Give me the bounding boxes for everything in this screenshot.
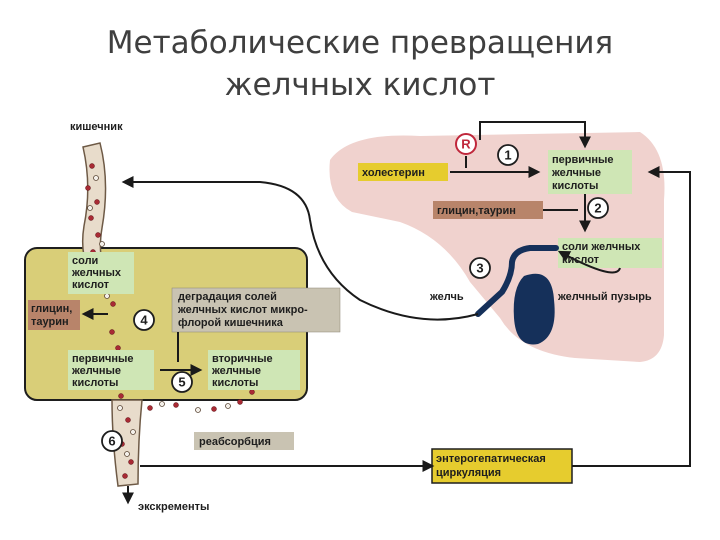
step-6-circle [101,430,123,452]
reabsorption-box [194,432,294,450]
primary-intestine-box [68,350,154,390]
glycine-taurine-intestine-line-2: таурин [31,316,69,328]
step-5-number: 5 [178,375,185,390]
step-6-number: 6 [108,434,115,449]
bile-salts-liver-line-1: соли желчных [562,241,641,253]
secondary-particles [87,175,231,457]
secondary-box [208,350,300,390]
step-2-number: 2 [594,201,601,216]
gallbladder-label: желчный пузырь [557,291,652,303]
degradation-line-2: желчных кислот микро- [177,304,308,316]
primary-liver-line-2: желчные [551,167,601,179]
arrow-enterohepatic-loop [572,166,691,467]
secondary-line-2: желчные [211,365,261,377]
bile-salts-intestine-line-3: кислот [72,279,110,291]
degradation-line-3: флорой кишечника [178,317,284,329]
step-4-circle [133,309,155,331]
regulation-circle [455,133,477,155]
degradation-box [171,287,341,333]
bile-salts-intestine-line-2: желчных [71,267,122,279]
step-markers [101,144,609,452]
excrement-label: экскременты [138,501,209,513]
gallbladder-shape [513,273,555,345]
step-1-number: 1 [504,148,511,163]
arrow-regulation-loop [479,121,591,149]
enterohepatic-line-1: энтерогепатическая [436,453,546,465]
bile-duct [475,245,559,317]
primary-intestine-line-3: кислоты [72,377,118,389]
primary-liver-box [548,150,632,194]
primary-intestine-line-1: первичные [72,353,134,365]
step-4-number: 4 [140,313,148,328]
cholesterol-box [358,163,448,181]
glycine-taurine-intestine-line-1: глицин, [31,303,72,315]
regulation-label: R [461,137,471,152]
secondary-line-1: вторичные [212,353,273,365]
step-3-circle [469,257,491,279]
page-title: Метаболические превращения желчных кисло… [0,22,720,106]
cholesterol-label: холестерин [362,167,425,179]
secondary-line-3: кислоты [212,377,258,389]
primary-liver-line-3: кислоты [552,180,598,192]
arrow-salts-to-bile-duct [557,250,621,274]
bile-salts-liver-box [558,238,662,268]
intestine-lower-tube [111,399,143,487]
step-3-number: 3 [476,261,483,276]
enterohepatic-line-2: циркуляция [436,467,501,479]
primary-intestine-line-2: желчные [71,365,121,377]
primary-liver-line-1: первичные [552,154,614,166]
glycine-taurine-intestine-box [28,300,80,330]
arrows [81,121,691,505]
step-1-circle [497,144,519,166]
bile-salts-intestine-line-1: соли [72,255,98,267]
title-line-1: Метаболические превращения [106,25,614,61]
enterohepatic-box [431,448,573,484]
glycine-taurine-liver-box [433,201,543,219]
step-5-circle [171,371,193,393]
bile-label: желчь [429,291,464,303]
title-line-2: желчных кислот [224,67,496,103]
glycine-taurine-liver-label: глицин,таурин [437,205,516,217]
reabsorption-label: реабсорбция [199,436,271,448]
arrow-bile-to-intestine [121,176,479,321]
bile-salts-liver-line-2: кислот [562,254,600,266]
bile-salts-intestine-box [68,252,134,294]
degradation-line-1: деградация солей [178,291,277,303]
intestine-label: кишечник [70,121,123,133]
step-2-circle [587,197,609,219]
